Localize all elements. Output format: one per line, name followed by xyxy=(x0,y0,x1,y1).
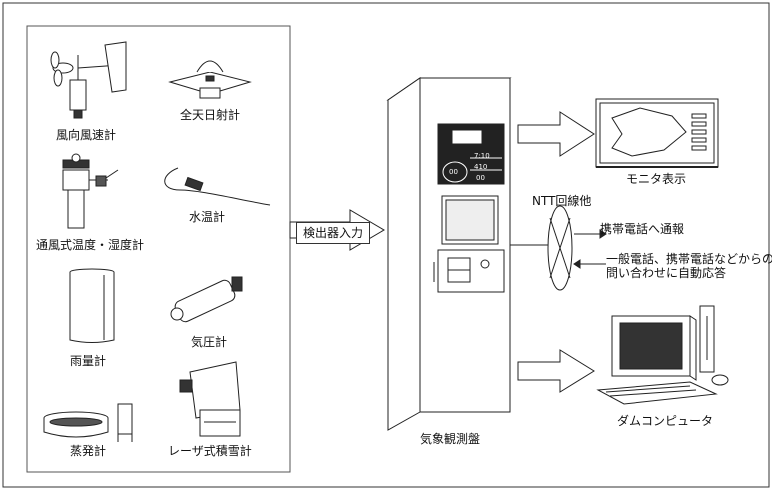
sensor-label-solar: 全天日射計 xyxy=(180,108,241,122)
telecom-outgoing-label: 携帯電話へ通報 xyxy=(600,222,685,236)
rain-gauge-icon xyxy=(69,268,115,343)
sensor-label-snow: レーザ式積雪計 xyxy=(168,444,252,458)
pyranometer-icon xyxy=(168,60,252,99)
input-label: 検出器入力 xyxy=(296,222,371,244)
panel-display-line1: 7:10 xyxy=(474,152,490,160)
panel-display-dial: 00 xyxy=(449,168,458,176)
wind-vane-icon xyxy=(50,41,127,119)
telecom-incoming-line1: 一般電話、携帯電話などからの xyxy=(606,252,772,266)
telecom-incoming-line2: 問い合わせに自動応答 xyxy=(606,266,727,280)
dam-computer-icon xyxy=(596,305,729,405)
monitor-board-icon xyxy=(595,98,719,168)
panel-display-line3: 00 xyxy=(476,174,485,182)
sensor-label-thermo: 通風式温度・湿度計 xyxy=(36,238,145,252)
telecom-cross-b xyxy=(549,217,571,279)
outgoing-arrow xyxy=(574,229,607,239)
monitor-label: モニタ表示 xyxy=(626,172,687,186)
incoming-arrow xyxy=(573,259,606,269)
sensor-group-box xyxy=(26,25,291,473)
sensor-label-wind: 風向風速計 xyxy=(56,128,117,142)
barometer-icon xyxy=(170,276,243,323)
computer-label: ダムコンピュータ xyxy=(617,414,714,428)
laser-snow-depth-meter-icon xyxy=(179,361,241,437)
telecom-carrier-label: NTT回線他 xyxy=(532,194,592,208)
evaporation-pan-icon xyxy=(43,403,133,442)
sensor-label-evap: 蒸発計 xyxy=(70,444,107,458)
observation-cabinet-icon xyxy=(386,77,512,431)
ventilated-thermometer-icon xyxy=(62,153,119,229)
sensor-label-pressure: 気圧計 xyxy=(191,335,228,349)
monitor-arrow xyxy=(517,111,595,157)
panel-display-line2: 410 xyxy=(474,163,488,171)
observation-panel-label: 気象観測盤 xyxy=(420,432,481,446)
water-temp-probe-icon xyxy=(164,167,271,206)
computer-arrow xyxy=(517,349,595,393)
sensor-label-rain: 雨量計 xyxy=(70,354,107,368)
sensor-label-water-temp: 水温計 xyxy=(189,210,226,224)
